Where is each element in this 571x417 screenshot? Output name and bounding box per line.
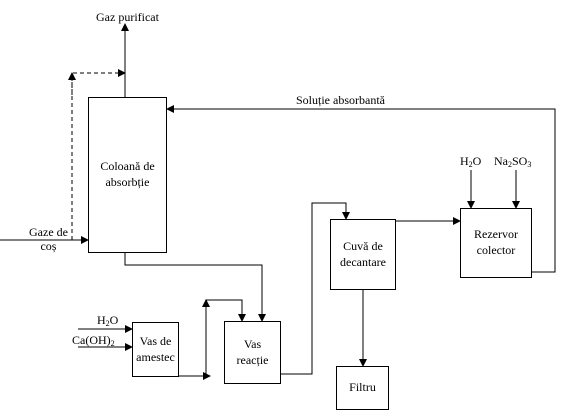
collector-tank-label-line2: colector [476,243,516,257]
absorption-column-label-line1: Coloană de [100,159,155,174]
settling-tank-label-line2: decantare [340,254,386,269]
collector-tank-box: Rezervor colector [460,208,532,278]
column-to-reaction-line [124,253,266,322]
reaction-to-settling-line [280,202,350,375]
mixing-vessel-label-line1: Vas de [139,333,172,348]
collector-tank-label-line1: Rezervor [474,227,518,242]
formula-part: Na [494,154,508,168]
mixing-to-reaction-line [205,299,246,376]
water-collector-label: H2O [460,154,482,169]
settling-tank-box: Cuvă de decantare [330,219,396,290]
reaction-vessel-box: Vas reacție [224,321,281,384]
absorption-column-label-line2: absorbție [105,175,150,189]
lime-label: Ca(OH)2 [72,333,115,348]
formula-subscript: 3 [527,160,532,169]
formula-part: SO [512,154,528,168]
reaction-vessel-label-line1: Vas [243,336,262,351]
formula-part: O [109,313,119,327]
sodium-sulfite-label: Na2SO3 [494,154,532,169]
filter-box: Filtru [336,366,389,410]
water-mixing-label: H2O [97,313,119,328]
formula-subscript: 2 [105,319,110,328]
mixing-vessel-box: Vas de amestec [132,322,179,377]
formula-subscript: 2 [508,160,512,169]
reaction-vessel-label-line2: reacție [236,352,269,367]
flue-gas-label-line1: Gaze de [29,225,68,239]
purified-gas-label: Gaz purificat [96,10,159,24]
absorbent-solution-return-line [166,105,556,273]
mixing-vessel-label-line2: amestec [136,349,175,364]
absorbent-solution-label: Soluție absorbantă [296,93,385,107]
formula-part: H [97,313,106,327]
flue-gas-label: Gaze de coș [29,225,68,253]
formula-subscript: 2 [468,160,473,169]
formula-part: O [472,154,482,168]
absorption-column-box: Coloană de absorbție [88,97,167,253]
settling-tank-label-line1: Cuvă de [343,238,383,253]
flue-gas-label-line2: coș [40,239,57,253]
formula-subscript: 2 [110,339,115,348]
filter-label: Filtru [349,380,376,395]
formula-part: H [460,154,469,168]
formula-part: Ca(OH) [72,333,111,347]
